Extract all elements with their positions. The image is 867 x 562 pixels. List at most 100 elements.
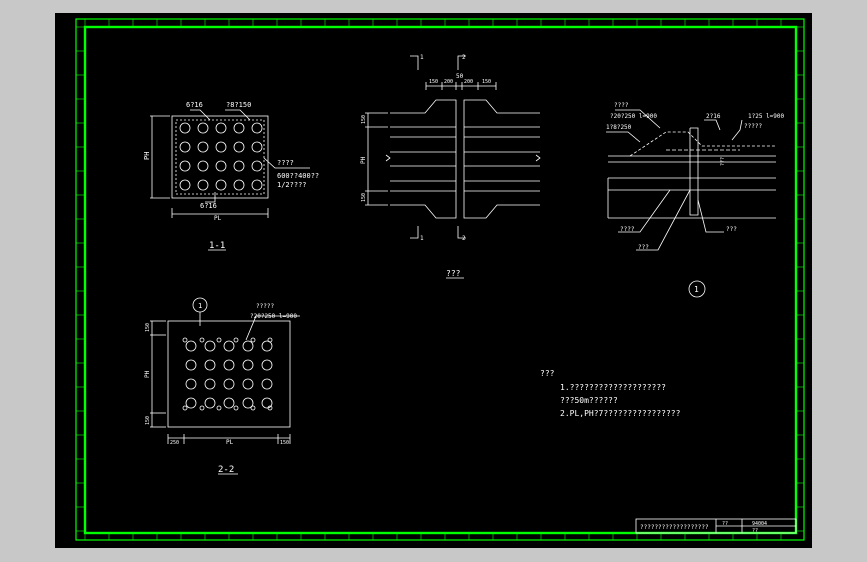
view-middle: [365, 55, 541, 279]
leader-top-right: [225, 109, 251, 121]
dim-middle-top-4: 150: [482, 79, 491, 85]
bolt-hole: [242, 378, 254, 390]
label-1-1-side-2: 600??400??: [277, 172, 319, 180]
bolt-hole: [179, 122, 191, 134]
label-detail-side: ???: [720, 157, 726, 166]
border-ticks: [76, 19, 804, 540]
small-hole: [267, 405, 273, 411]
bolt-hole: [179, 179, 191, 191]
bolt-hole: [204, 359, 216, 371]
bolt-holes-1-1: [179, 122, 263, 191]
bolt-hole: [261, 340, 273, 352]
leader-top-left: [190, 109, 211, 121]
bolt-hole: [185, 340, 197, 352]
label-detail-bottom-1: ???: [726, 226, 737, 233]
bolt-hole: [204, 340, 216, 352]
bolt-hole: [197, 141, 209, 153]
title-block-code-2: 94004: [752, 521, 767, 527]
dim-2-2-left-mid: PH: [144, 370, 151, 378]
small-hole: [216, 405, 222, 411]
detail-number-circle: [688, 280, 706, 298]
bolt-hole: [233, 122, 245, 134]
bolt-hole: [251, 141, 263, 153]
bolt-hole: [185, 397, 197, 409]
dim-middle-top-2: 50: [456, 73, 464, 80]
view-detail: [606, 109, 776, 298]
bolt-hole: [242, 340, 254, 352]
dim-middle-top-1: 200: [444, 79, 453, 85]
small-hole: [182, 405, 188, 411]
title-middle: ???: [446, 269, 461, 278]
small-hole: [199, 405, 205, 411]
bolt-hole: [223, 397, 235, 409]
mark-middle-top-left: 1: [420, 54, 424, 61]
label-1-1-bottom: 6?16: [200, 202, 217, 210]
bolt-hole: [215, 141, 227, 153]
small-hole: [182, 337, 188, 343]
dim-middle-left-mid: PH: [360, 156, 367, 164]
small-hole: [199, 337, 205, 343]
notes-heading: ???: [540, 369, 555, 378]
bolt-hole: [223, 359, 235, 371]
bolt-hole: [197, 179, 209, 191]
bolt-hole: [204, 378, 216, 390]
label-2-2-top-1: ?????: [256, 303, 274, 310]
small-hole: [233, 337, 239, 343]
dim-2-2-left-top: 150: [145, 323, 151, 332]
bolt-hole: [197, 122, 209, 134]
axis-marker-label: 1: [198, 302, 202, 310]
bolt-hole: [242, 397, 254, 409]
small-hole: [233, 405, 239, 411]
bolt-hole: [197, 160, 209, 172]
label-detail-bottom-3: ????: [620, 226, 635, 233]
dim-middle-top-3: 200: [464, 79, 473, 85]
plate-outline-1-1: [171, 115, 269, 199]
label-1-1-side-3: 1/2????: [277, 181, 307, 189]
label-1-1-side-1: ????: [277, 159, 294, 167]
bolt-holes-2-2: [182, 337, 273, 411]
bolt-hole: [215, 122, 227, 134]
bolt-hole: [261, 378, 273, 390]
dim-1-1-width: PL: [214, 215, 222, 222]
bolt-hole: [233, 179, 245, 191]
title-block-page: ??: [752, 528, 758, 534]
title-1-1: 1-1: [209, 241, 225, 251]
dim-middle-left-top: 150: [361, 115, 367, 124]
label-detail-e: 1?25 l=900: [748, 113, 785, 120]
label-detail-a: ????: [614, 102, 629, 109]
inner-border: [83, 25, 798, 535]
detail-number: 1: [694, 285, 699, 294]
notes-line-1: 1.????????????????????: [560, 383, 666, 392]
label-2-2-top-2: ?20?250 l=900: [250, 313, 297, 320]
title-block-name: ???????????????????: [640, 524, 709, 531]
bolt-hole: [242, 359, 254, 371]
bolt-hole: [204, 397, 216, 409]
leader-bottom: [205, 192, 216, 203]
dim-2-2-bottom-mid: PL: [226, 439, 234, 446]
title-block: [635, 518, 797, 534]
bolt-hole: [179, 141, 191, 153]
plate-inner-1-1: [175, 119, 265, 195]
plate-outline-2-2: [167, 320, 291, 428]
bolt-hole: [223, 378, 235, 390]
mark-middle-bottom-left: 1: [420, 235, 424, 242]
bolt-hole: [223, 340, 235, 352]
bolt-hole: [251, 122, 263, 134]
title-2-2: 2-2: [218, 465, 234, 475]
small-hole: [250, 337, 256, 343]
bolt-hole: [261, 359, 273, 371]
bolt-hole: [179, 160, 191, 172]
bolt-hole: [233, 141, 245, 153]
dim-2-2-bottom-left: 250: [170, 440, 179, 446]
small-hole: [250, 405, 256, 411]
label-detail-d: 2?16: [706, 113, 721, 120]
title-block-code-1: ??: [722, 521, 728, 527]
dim-2-2-bottom-right: 150: [280, 440, 289, 446]
flange-right: [463, 99, 540, 219]
label-1-1-top-left: 6?16: [186, 101, 203, 109]
label-detail-bottom-2: ???: [638, 244, 649, 251]
leader-side: [263, 157, 310, 169]
outer-border: [75, 18, 805, 541]
dim-2-2-left-bottom: 150: [145, 416, 151, 425]
